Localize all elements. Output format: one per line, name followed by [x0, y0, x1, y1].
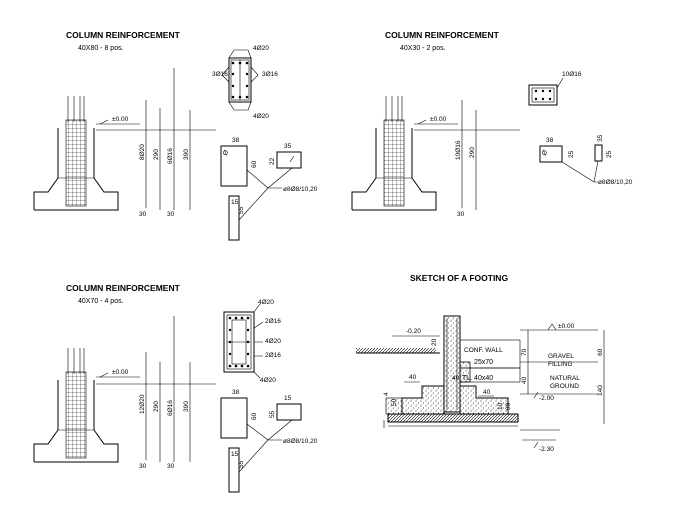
- conf-wall-2: 25x70: [474, 359, 493, 366]
- gravel-2: FILLING: [548, 361, 573, 368]
- natural-2: GROUND: [550, 383, 579, 390]
- stirrup-label: 25: [568, 150, 575, 158]
- natural-1: NATURAL: [550, 375, 580, 382]
- column-elevation-1: ±0.00: [33, 96, 216, 211]
- stirrup-label: 22: [269, 157, 276, 165]
- footing-sketch: SKETCH OF A FOOTING -0.20 CONF. WALL 25x…: [356, 273, 605, 453]
- vertical-label: 6Ø16: [167, 148, 174, 164]
- dim-70: 70: [521, 348, 528, 356]
- dim-10: 10: [497, 402, 504, 410]
- level-top: -0.20: [406, 328, 421, 335]
- stirrup-label: 35: [284, 143, 292, 150]
- level-zero: ±0.00: [558, 323, 575, 330]
- stirrup-label: 60: [251, 412, 258, 420]
- level-label: ±0.00: [112, 369, 129, 376]
- vertical-label: 10Ø16: [455, 140, 462, 160]
- stirrup-spec: ø8Ø8/10,20: [283, 438, 318, 445]
- dim-60: 60: [597, 348, 604, 356]
- stirrup-label: 15: [284, 395, 292, 402]
- dim-label: 30: [457, 211, 465, 218]
- dim-label: 30: [139, 463, 147, 470]
- panel-1: COLUMN REINFORCEMENT 40X80 - 8 pos. ±0.0…: [33, 30, 318, 241]
- level-label: ±0.00: [112, 116, 129, 123]
- panel-2-title: COLUMN REINFORCEMENT: [385, 30, 500, 40]
- column-elevation-2: ±0.00: [351, 96, 520, 211]
- stirrup-label: Ø: [541, 149, 550, 157]
- dim-40b: 40: [483, 389, 491, 396]
- panel-3-title: COLUMN REINFORCEMENT: [66, 283, 181, 293]
- vertical-label: 390: [183, 401, 190, 412]
- dim-label: 30: [167, 211, 175, 218]
- vertical-label: 290: [153, 149, 160, 160]
- stirrup-details-2: 38 25 Ø 35 25 ø8Ø8/10,20: [539, 134, 633, 186]
- level-label: ±0.00: [430, 116, 447, 123]
- stirrup-label: 55: [238, 206, 245, 214]
- tie-beam: TL. 40x40: [462, 375, 493, 382]
- panel-2-subtitle: 40X30 - 2 pos.: [400, 45, 446, 52]
- dim-40a: 40: [409, 374, 417, 381]
- stirrup-label: 38: [232, 389, 240, 396]
- section-label: 10Ø16: [562, 71, 582, 78]
- stirrup-label: 55: [238, 460, 245, 468]
- section-label: 4Ø20: [258, 299, 274, 306]
- dim-label: 30: [139, 211, 147, 218]
- section-label: 2Ø16: [265, 352, 281, 359]
- stirrup-label: 25: [606, 150, 613, 158]
- panel-1-subtitle: 40X80 - 8 pos.: [78, 45, 124, 52]
- stirrup-label: 38: [546, 137, 554, 144]
- dim-40c: 40: [452, 375, 460, 382]
- dim-label: 30: [167, 463, 175, 470]
- stirrup-label: 15: [231, 451, 239, 458]
- section-label: 4Ø20: [265, 338, 281, 345]
- vertical-label: 390: [183, 149, 190, 160]
- conf-wall-1: CONF. WALL: [464, 347, 503, 354]
- stirrup-label: 15: [231, 199, 239, 206]
- vertical-label: 290: [153, 401, 160, 412]
- dim-40v: 40: [521, 376, 528, 384]
- section-label: 4Ø20: [253, 113, 269, 120]
- stirrup-details-3: 38 60 15 55 15 55 ø8Ø8/10,20: [220, 389, 318, 493]
- vertical-label: 6Ø16: [167, 400, 174, 416]
- stirrup-spec: ø8Ø8/10,20: [598, 179, 633, 186]
- cross-section-3: 4Ø20 2Ø16 4Ø20 2Ø16 4Ø20: [223, 299, 281, 384]
- panel-3-subtitle: 40X70 - 4 pos.: [78, 298, 124, 305]
- vertical-label: 12Ø20: [139, 394, 146, 414]
- stirrup-label: 60: [251, 160, 258, 168]
- dim-20: 20: [431, 338, 438, 346]
- dim-90: 90: [505, 402, 512, 410]
- dim-140: 140: [597, 385, 604, 396]
- stirrup-label: 55: [269, 410, 276, 418]
- panel-3: COLUMN REINFORCEMENT 40X70 - 4 pos. ±0.0…: [33, 283, 318, 493]
- column-elevation-3: ±0.00: [33, 348, 216, 463]
- cross-section-2: 10Ø16: [528, 71, 582, 106]
- panel-1-title: COLUMN REINFORCEMENT: [66, 30, 181, 40]
- level-mid: -2.00: [539, 395, 554, 402]
- cross-section-1: 4Ø20 3Ø16 3Ø16 4Ø20: [212, 45, 278, 120]
- vertical-label: 290: [469, 147, 476, 158]
- section-label: 2Ø16: [265, 318, 281, 325]
- footing-title: SKETCH OF A FOOTING: [410, 273, 508, 283]
- gravel-1: GRAVEL: [548, 353, 574, 360]
- stirrup-details-1: 38 60 Ø 35 22 55 15 ø8Ø8/10,20: [220, 137, 318, 241]
- level-bot: -2.30: [539, 446, 554, 453]
- stirrup-label: Ø: [222, 149, 231, 157]
- dim-50: 50: [391, 398, 398, 406]
- panel-2: COLUMN REINFORCEMENT 40X30 - 2 pos. ±0.0…: [351, 30, 633, 218]
- stirrup-label: 38: [232, 137, 240, 144]
- section-label: 3Ø16: [212, 71, 228, 78]
- stirrup-label: 35: [597, 134, 604, 142]
- vertical-label: 8Ø20: [139, 144, 146, 160]
- section-label: 3Ø16: [262, 71, 278, 78]
- section-label: 4Ø20: [253, 45, 269, 52]
- stirrup-spec: ø8Ø8/10,20: [283, 186, 318, 193]
- section-label: 4Ø20: [260, 377, 276, 384]
- dim-4: 4: [383, 392, 390, 396]
